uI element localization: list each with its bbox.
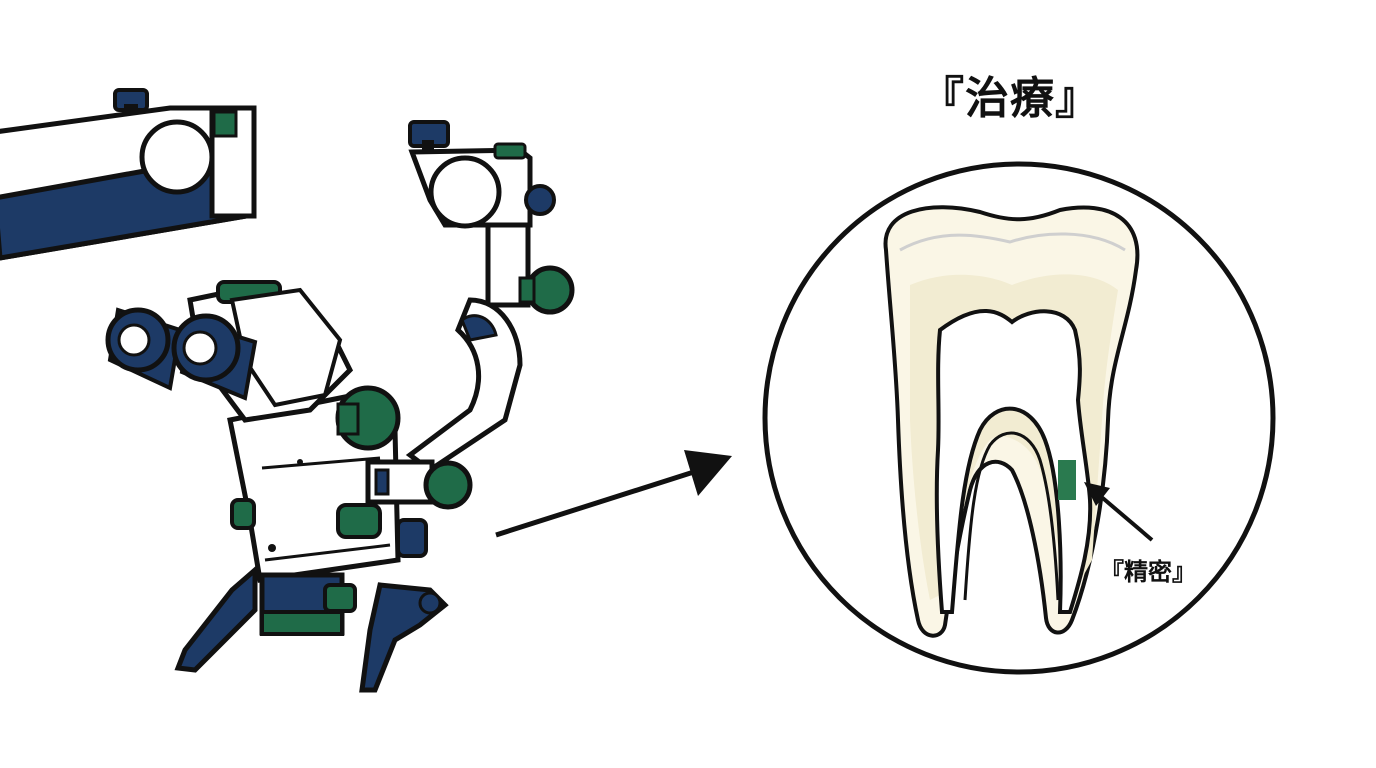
detail-label: 『精密』: [1100, 558, 1196, 586]
diagram-title: 『治療』: [920, 73, 1100, 124]
ceiling-arm: [0, 88, 257, 261]
arrow-icon: [495, 450, 732, 538]
tooth-cross-section-icon: [883, 205, 1140, 638]
detail-pointer-arrow: [1084, 482, 1154, 542]
dental-microscope-icon: [105, 120, 575, 693]
